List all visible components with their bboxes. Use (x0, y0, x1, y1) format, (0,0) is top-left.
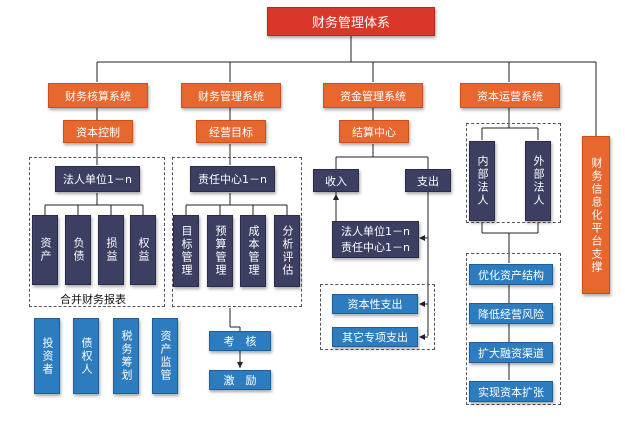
management-item-target: 目标管理 (173, 215, 199, 287)
management-group (172, 157, 302, 307)
capital-ops-results-group (466, 253, 561, 405)
business-target: 经营目标 (196, 120, 266, 143)
responsibility-center: 责任中心1－n (190, 166, 275, 192)
expenditure: 支出 (405, 169, 451, 192)
page-title: 财务管理体系 (267, 7, 435, 36)
accounting-item-liabilities: 负债 (65, 215, 91, 285)
reduce-operating-risk: 降低经营风险 (469, 303, 553, 324)
capital-control: 资本控制 (63, 120, 133, 143)
accounting-item-profit-loss: 损益 (98, 215, 124, 285)
internal-legal-person: 内部法人 (469, 141, 495, 221)
report-user-tax-planning: 税务筹划 (113, 318, 139, 394)
management-item-budget: 预算管理 (207, 215, 233, 287)
consolidated-report-label: 合并财务报表 (60, 293, 126, 306)
management-item-analysis: 分析评估 (274, 215, 300, 287)
optimize-asset-structure: 优化资产结构 (469, 264, 553, 285)
fund-management-system: 资金管理系统 (323, 83, 423, 108)
management-item-cost: 成本管理 (240, 215, 266, 287)
report-user-investors: 投资者 (34, 318, 60, 394)
info-platform-support: 财务信息化平台支撑 (582, 136, 610, 294)
settlement-center: 结算中心 (339, 120, 409, 143)
income: 收入 (313, 169, 359, 192)
settlement-units: 法人单位1－n 责任中心1－n (332, 221, 419, 258)
expenditure-group (320, 284, 435, 350)
achieve-capital-expansion: 实现资本扩张 (469, 381, 553, 402)
legal-unit: 法人单位1－n (55, 166, 140, 192)
capital-operation-system: 资本运营系统 (460, 83, 560, 108)
assessment: 考 核 (209, 331, 271, 351)
external-legal-person: 外部法人 (525, 141, 551, 221)
settlement-responsibility-center: 责任中心1－n (341, 240, 410, 254)
accounting-item-assets: 资产 (32, 215, 58, 285)
expand-financing-channels: 扩大融资渠道 (469, 342, 553, 363)
finance-management-system: 财务管理系统 (181, 83, 281, 108)
accounting-item-equity: 权益 (130, 215, 156, 285)
incentive: 激 励 (209, 370, 271, 390)
capital-expenditure: 资本性支出 (332, 294, 418, 314)
report-user-creditors: 债权人 (73, 318, 99, 394)
report-user-asset-supervision: 资产监管 (152, 318, 178, 394)
accounting-system: 财务核算系统 (48, 83, 148, 108)
other-expenditure: 其它专项支出 (332, 327, 418, 347)
capital-ops-group (466, 123, 561, 223)
accounting-group (29, 157, 165, 307)
settlement-legal-unit: 法人单位1－n (341, 224, 410, 238)
